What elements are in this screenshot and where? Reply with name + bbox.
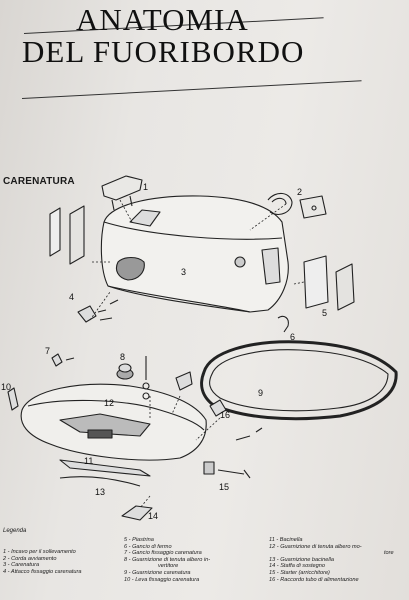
cowling-part xyxy=(100,195,289,313)
fuel-fitting-part xyxy=(209,399,263,441)
callout-13: 13 xyxy=(95,487,105,497)
legend-item: 11 - Bacinella xyxy=(269,537,303,543)
choke-part xyxy=(203,461,251,479)
starter-rope-part xyxy=(267,192,327,219)
fastening-clip-part xyxy=(77,299,119,323)
title-line-2: DEL FUORIBORDO xyxy=(22,34,305,69)
legend-column-3: 11 - Bacinella 12 - Guarnizione di tenut… xyxy=(269,537,394,583)
legend-item: 9 - Guarnizione carenatura xyxy=(124,569,191,576)
callout-3: 3 xyxy=(181,267,186,277)
section-heading: CARENATURA xyxy=(3,176,75,187)
callout-9: 9 xyxy=(258,388,263,398)
legend-item: 8 - Guarnizione di tenuta albero in- xyxy=(124,556,211,563)
callout-14: 14 xyxy=(148,511,158,521)
legend-column-2: 5 - Piastrina 6 - Gancio di fermo 7 - Ga… xyxy=(124,537,210,583)
legend-item: 12 - Guarnizione di tenuta albero mo- xyxy=(269,543,362,550)
legend-item: 15 - Starter (arricchitore) xyxy=(269,569,330,576)
callout-15: 15 xyxy=(219,482,229,492)
legend-column-1: 1 - Incavo per il sollevamento 2 - Corda… xyxy=(3,549,81,575)
lever-part xyxy=(7,387,19,411)
latch-hook-part xyxy=(51,353,193,391)
hook-part xyxy=(277,315,289,333)
callout-12: 12 xyxy=(104,398,114,408)
legend-item: 3 - Carenatura xyxy=(3,562,40,569)
support-bracket-part xyxy=(121,505,153,521)
legend-item: 7 - Gancio fissaggio carenatura xyxy=(124,550,202,557)
title-line-1: ANATOMIA xyxy=(76,2,249,37)
callout-10: 10 xyxy=(1,382,11,392)
legend-item: 2 - Corda avviamento xyxy=(3,555,57,562)
callout-4: 4 xyxy=(69,292,74,302)
legend-item: 1 - Incavo per il sollevamento xyxy=(3,549,76,555)
legend-item: 13 - Guarnizione bacinella xyxy=(269,556,334,563)
lower-pan-part xyxy=(20,383,207,477)
callout-11: 11 xyxy=(84,456,93,466)
plate-part xyxy=(303,255,355,311)
legend-item: 6 - Gancio di fermo xyxy=(124,543,172,550)
legend-item: vertitore xyxy=(158,563,179,570)
legend-item: 5 - Piastrina xyxy=(124,537,154,543)
callout-2: 2 xyxy=(297,187,302,197)
legend-item: 10 - Leva fissaggio carenatura xyxy=(124,576,200,583)
callout-6: 6 xyxy=(290,332,295,342)
left-side-panels xyxy=(49,205,85,265)
callout-7: 7 xyxy=(45,346,50,356)
legend-item: tore xyxy=(384,550,394,557)
callout-5: 5 xyxy=(322,308,327,318)
pan-seal-part xyxy=(59,476,141,487)
seal-ring-part xyxy=(200,340,398,421)
callout-1: 1 xyxy=(143,182,148,192)
inverter-seal-part xyxy=(116,356,150,400)
legend-item: 14 - Staffa di sostegno xyxy=(269,563,325,570)
legend-title: Legenda xyxy=(3,528,27,534)
legend-item: 4 - Attacco fissaggio carenatura xyxy=(3,568,82,575)
callout-8: 8 xyxy=(120,352,125,362)
legend-item: 16 - Raccordo tubo di alimentazione xyxy=(269,576,359,583)
callout-16: 16 xyxy=(220,410,230,420)
lift-handle-part xyxy=(101,175,143,211)
